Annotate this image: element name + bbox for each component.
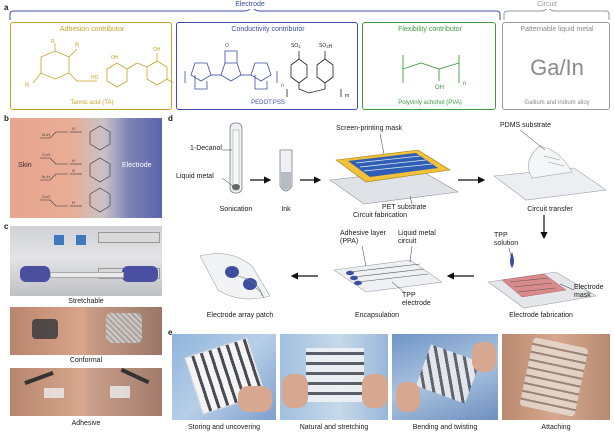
patch-caption: Electrode array patch — [206, 312, 274, 319]
liquid-metal-caption: Gallium and indium alloy — [524, 100, 590, 106]
peeled-film-left — [44, 388, 64, 398]
svg-text:O: O — [72, 126, 75, 131]
tpp-solution-label: TPP solution — [494, 232, 519, 247]
sonication-caption: Sonication — [219, 206, 253, 213]
liquid-metal-label: Liquid metal — [176, 173, 214, 180]
svg-text:HO: HO — [91, 75, 99, 81]
svg-text:R: R — [25, 83, 30, 89]
hand-right — [362, 374, 388, 408]
circuit-transfer-caption: Circuit transfer — [527, 206, 573, 213]
attaching-photo — [502, 334, 610, 420]
panel-label-a: a — [4, 3, 9, 12]
svg-text:OH: OH — [435, 85, 444, 91]
conductivity-title: Conductivity contributor — [231, 26, 305, 33]
lm-circuit-label: Liquid metal circuit — [398, 230, 436, 245]
stretchable-photo — [10, 226, 162, 296]
svg-text:H: H — [72, 200, 75, 205]
svg-text:N–H: N–H — [42, 132, 50, 137]
encapsulation-caption: Encapsulation — [355, 312, 399, 319]
tannic-acid-structure: R R R OH OH HO — [25, 39, 174, 89]
conductivity-box: Conductivity contributor SO3 — [176, 22, 358, 110]
stretched-film — [50, 272, 124, 278]
panel-label-d: d — [168, 114, 173, 123]
flexibility-title: Flexibility contributor — [398, 26, 462, 33]
interface-bonds: N–H O C=O H N–H O C=O H — [40, 125, 111, 213]
glove-right — [122, 266, 158, 282]
adhesion-box: Adhesion contributor R R R OH OH HO Tann… — [10, 22, 174, 110]
attached-patch — [519, 336, 589, 418]
svg-text:SO3H: SO3H — [319, 43, 332, 50]
decanol-label: 1-Decanol — [190, 145, 222, 152]
hand-left — [282, 374, 308, 408]
twisting-caption: Bending and twisting — [412, 424, 478, 431]
stretching-caption: Natural and stretching — [299, 424, 369, 431]
svg-text:R: R — [75, 43, 80, 49]
stretchable-caption: Stretchable — [68, 298, 104, 305]
panel-label-b: b — [4, 114, 9, 123]
ink-caption: Ink — [281, 206, 291, 213]
svg-text:n: n — [281, 83, 284, 89]
adhesion-caption: Tannic acid (TA) — [70, 100, 114, 106]
peeled-film-right — [110, 386, 130, 398]
liquid-metal-box: Patternable liquid metal Ga/In Gallium a… — [502, 22, 610, 110]
panel-label-e: e — [168, 328, 173, 337]
pedot-pss-structure: SO3 SO3H O n m — [184, 43, 349, 99]
conductivity-caption: PEDOT:PSS — [251, 100, 285, 106]
conformal-photo — [10, 307, 162, 355]
clip-right — [76, 235, 86, 245]
stretching-photo — [280, 334, 388, 420]
adhesive-layer-label: Adhesive layer (PPA) — [340, 230, 386, 245]
flexibility-box: Flexibility contributor OH n Polyvinly a… — [362, 22, 496, 110]
clip-left — [54, 235, 64, 245]
electrode-label: Electrode — [122, 162, 152, 169]
svg-text:C=O: C=O — [42, 152, 50, 157]
adhesive-caption: Adhesive — [71, 420, 101, 427]
svg-text:C=O: C=O — [42, 194, 50, 199]
pdms-label: PDMS substrate — [500, 122, 551, 129]
pet-label: PET substrate — [382, 204, 427, 211]
svg-text:n: n — [463, 81, 466, 87]
electrode-mask-label: Electrode mask — [574, 284, 604, 299]
svg-text:R: R — [51, 39, 55, 45]
hand-left-twist — [396, 382, 420, 412]
twisting-photo — [392, 334, 498, 420]
circuit-fabrication-caption: Circuit fabrication — [352, 212, 408, 219]
electrode-fabrication-caption: Electrode fabrication — [509, 312, 573, 319]
svg-text:OH: OH — [111, 55, 119, 61]
glove-left — [20, 266, 50, 282]
skin-label: Skin — [18, 162, 32, 169]
mask-label: Screen-printing mask — [336, 125, 403, 132]
adhesive-photo — [10, 368, 162, 416]
storing-caption: Storing and uncovering — [188, 424, 260, 431]
electrode-header: Electrode — [200, 1, 300, 9]
svg-text:SO3: SO3 — [291, 43, 301, 49]
svg-text:N–H: N–H — [42, 174, 50, 179]
svg-text:m: m — [345, 93, 349, 99]
svg-text:H: H — [72, 158, 75, 163]
patch-on-finger — [32, 319, 58, 339]
attaching-caption: Attaching — [541, 424, 571, 431]
encapsulation-layer — [333, 259, 443, 293]
svg-text:O: O — [72, 168, 75, 173]
conformal-caption: Conformal — [69, 357, 103, 364]
liquid-metal-title: Patternable liquid metal — [520, 26, 594, 33]
galn-formula: Ga/In — [530, 55, 584, 80]
stretched-array — [306, 348, 364, 402]
svg-text:O: O — [225, 43, 229, 49]
hand — [238, 386, 272, 412]
pva-structure: OH n — [402, 55, 466, 91]
patch-on-skin — [106, 313, 142, 343]
tpp-electrode-label: TPP electrode — [402, 292, 431, 307]
storing-photo — [172, 334, 276, 420]
adhesion-title: Adhesion contributor — [59, 26, 125, 33]
ruler-top — [98, 232, 160, 243]
circuit-header: Circuit — [522, 1, 572, 9]
panel-label-c: c — [4, 222, 9, 231]
hand-right-twist — [472, 342, 496, 372]
skin-electrode-photo: N–H O C=O H N–H O C=O H Skin Electrode — [10, 118, 162, 218]
flexibility-caption: Polyvinly achohol (PVA) — [398, 100, 462, 106]
svg-text:OH: OH — [153, 47, 161, 53]
twisted-array — [416, 344, 480, 404]
